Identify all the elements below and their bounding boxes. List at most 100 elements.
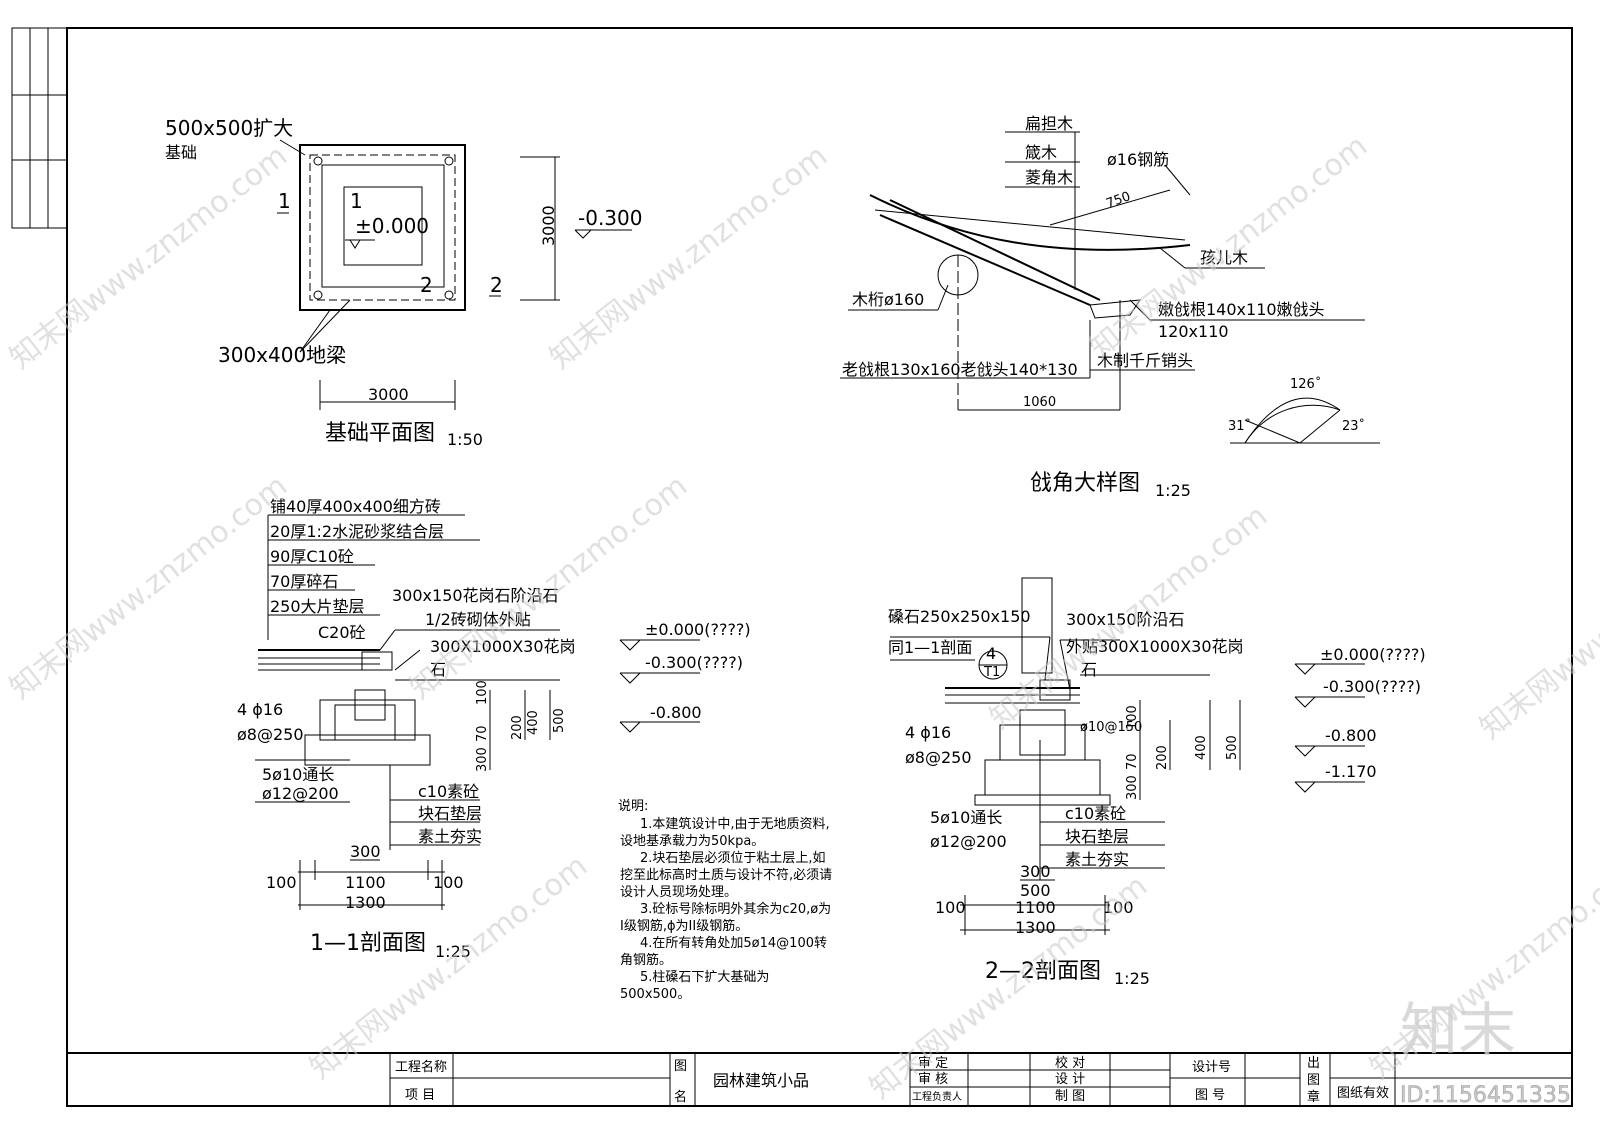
tb-design-no: 设计号 <box>1192 1060 1231 1075</box>
s2-d100r: 100 <box>1103 898 1134 917</box>
eave-l2: 箴木 <box>1025 143 1057 162</box>
tb-drawing-label-bot: 名 <box>674 1089 687 1105</box>
s1-d1100: 1100 <box>345 873 386 892</box>
s1-r1: 铺40厚400x400细方砖 <box>270 497 441 516</box>
eave-a126: 126˚ <box>1290 376 1321 392</box>
s2-d400: 400 <box>1194 735 1209 760</box>
s2-d1100: 1100 <box>1015 898 1056 917</box>
foundation-inner <box>343 186 423 266</box>
s1-r2: 20厚1:2水泥砂浆结合层 <box>270 522 444 541</box>
s1-r9: 300X1000X30花岗 <box>430 637 576 656</box>
s2-rb2: ø8@250 <box>905 748 972 767</box>
s1-r4: 70厚碎石 <box>270 572 338 591</box>
plan-dim-h: 3000 <box>539 205 558 246</box>
watermark-text: 知末网www.znzmo.com <box>1473 508 1600 746</box>
s2-r3b: 4 <box>986 644 996 663</box>
eave-l5: 孩儿木 <box>1200 248 1248 267</box>
s1-rb2: ø8@250 <box>237 725 304 744</box>
plan-dim-w: 3000 <box>368 385 409 404</box>
s2-d100: 100 <box>1125 705 1140 730</box>
title-block: 工程名称 项 目 图 名 园林建筑小品 审 定 审 核 工程负责人 校 对 设 … <box>67 1052 1572 1106</box>
note-line: 3.砼标号除标明外其余为c20,ø为 <box>640 901 831 917</box>
s1-b3: 素土夯实 <box>418 827 482 846</box>
s2-r1: 磉石250x250x150 <box>888 607 1031 626</box>
s2-e4: -1.170 <box>1325 762 1377 781</box>
note-line: 5.柱磉石下扩大基础为 <box>640 970 769 985</box>
s1-rb3: 5ø10通长 <box>262 765 334 784</box>
footing-1 <box>304 734 431 766</box>
tb-design: 设 计 <box>1055 1072 1085 1087</box>
s1-rb1: 4 ϕ16 <box>237 700 283 719</box>
s2-e2: -0.300(????) <box>1323 677 1421 696</box>
footing-label2: 基础 <box>165 143 197 162</box>
s1-title: 1—1剖面图 <box>310 931 426 956</box>
s2-title: 2—2剖面图 <box>985 959 1101 984</box>
s2-r3c: T1 <box>983 665 1000 680</box>
s2-rb4: 5ø10通长 <box>930 808 1002 827</box>
s1-d200: 200 <box>510 715 525 740</box>
section-mark-1: 1 <box>278 189 291 213</box>
s2-d500v: 500 <box>1225 735 1240 760</box>
foundation-plan: 500x500扩大 基础 300x400地梁 ±0.000 -0.300 300… <box>165 116 642 449</box>
note-line: 4.在所有转角处加5ø14@100转 <box>640 936 827 951</box>
eave-l4: ø16钢筋 <box>1107 150 1169 169</box>
note-line: 2.块石垫层必须位于粘土层上,如 <box>640 850 826 866</box>
tb-proj-lead: 工程负责人 <box>912 1090 962 1103</box>
s1-d100r: 100 <box>433 873 464 892</box>
plan-title: 基础平面图 <box>325 421 435 446</box>
binding-strip <box>11 27 68 229</box>
note-line: 设地基承载力为50kpa。 <box>620 834 764 849</box>
tb-stamp1: 出 <box>1307 1056 1320 1071</box>
s1-e2: -0.300(????) <box>645 653 743 672</box>
s2-d500: 500 <box>1020 881 1051 900</box>
eave-d750: 750 <box>1104 189 1132 212</box>
s1-e3: -0.800 <box>650 703 702 722</box>
watermark-text: 知末网www.znzmo.com <box>543 138 834 376</box>
tb-stamp2: 图 <box>1307 1073 1320 1088</box>
design-notes: 说明: 1.本建筑设计中,由于无地质资料, 设地基承载力为50kpa。 2.块石… <box>618 799 832 1002</box>
note-line: 500x500。 <box>620 987 690 1002</box>
eave-l8: 120x110 <box>1158 322 1229 341</box>
section-mark-2b: 2 <box>420 273 433 297</box>
eave-corner-detail: 扁担木 箴木 菱角木 ø16钢筋 孩儿木 木桁ø160 嫩戗根140x110嫩戗… <box>840 114 1380 500</box>
s2-r4: 外贴300X1000X30花岗 <box>1066 637 1244 656</box>
section-1-1: 铺40厚400x400细方砖 20厚1:2水泥砂浆结合层 90厚C10砼 70厚… <box>237 497 751 961</box>
s1-d100l: 100 <box>266 873 297 892</box>
watermark-text: 知末网www.znzmo.com <box>3 468 294 706</box>
note-line: 挖至此标高时土质与设计不符,必须请 <box>620 867 832 883</box>
tb-check: 校 对 <box>1055 1055 1085 1071</box>
s1-r10: 石 <box>430 660 446 679</box>
s2-b1: c10素砼 <box>1065 804 1126 823</box>
eave-l7: 嫩戗根140x110嫩戗头 <box>1158 300 1325 319</box>
plan-elev-neg: -0.300 <box>578 206 642 230</box>
watermark-text: 知末网www.znzmo.com <box>3 138 294 376</box>
s2-d70: 70 <box>1125 753 1140 770</box>
s2-d300v: 300 <box>1125 775 1140 800</box>
s1-d400: 400 <box>526 710 541 735</box>
s1-r5: 250大片垫层 <box>270 597 365 616</box>
s2-r2: 300x150阶沿石 <box>1066 610 1185 629</box>
s2-b3: 素土夯实 <box>1065 850 1129 869</box>
s1-b2: 块石垫层 <box>418 804 482 823</box>
eave-l9: 老戗根130x160老戗头140*130 <box>842 360 1078 379</box>
tb-drawing-label-top: 图 <box>674 1059 687 1074</box>
eave-d1060: 1060 <box>1023 395 1056 410</box>
s1-r3: 90厚C10砼 <box>270 547 354 566</box>
section-mark-2: 2 <box>490 273 503 297</box>
s1-scale: 1:25 <box>435 942 471 961</box>
s1-e1: ±0.000(????) <box>645 620 751 639</box>
tb-approve: 审 定 <box>918 1056 948 1071</box>
s2-d1300: 1300 <box>1015 918 1056 937</box>
s1-r8: 1/2砖砌体外贴 <box>425 610 531 629</box>
eave-scale: 1:25 <box>1155 481 1191 500</box>
note-line: 角钢筋。 <box>620 952 672 968</box>
tb-drawing-no: 图 号 <box>1195 1088 1225 1103</box>
tb-draft: 制 图 <box>1055 1089 1085 1104</box>
s1-rb4: ø12@200 <box>262 784 339 803</box>
eave-l3: 菱角木 <box>1025 168 1073 187</box>
s2-rb3: ø10@150 <box>1080 720 1142 735</box>
s2-r5: 石 <box>1081 660 1097 679</box>
s1-d300: 300 <box>350 842 381 861</box>
s2-e3: -0.800 <box>1325 726 1377 745</box>
